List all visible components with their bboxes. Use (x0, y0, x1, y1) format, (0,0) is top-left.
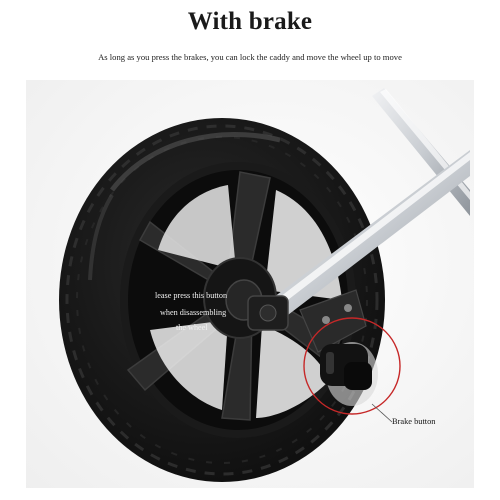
page-subtitle: As long as you press the brakes, you can… (98, 52, 402, 62)
wheel-rim (120, 162, 356, 438)
brake-pointer-line (371, 403, 393, 423)
frame-tube-lower (270, 150, 470, 318)
wheel-photo-illustration (26, 80, 474, 488)
brake-highlight-circle (303, 317, 401, 415)
product-photo (26, 80, 474, 488)
press-note-line2: when disassembling (160, 308, 227, 317)
press-note-line1: lease press this button (155, 291, 228, 300)
press-note-line3: the wheel (176, 323, 208, 332)
page-title: With brake (187, 8, 313, 35)
brake-bracket (299, 289, 367, 353)
brake-button-label: Brake button (392, 417, 436, 426)
wheel-release-button (247, 295, 289, 331)
brake-button (320, 342, 378, 406)
